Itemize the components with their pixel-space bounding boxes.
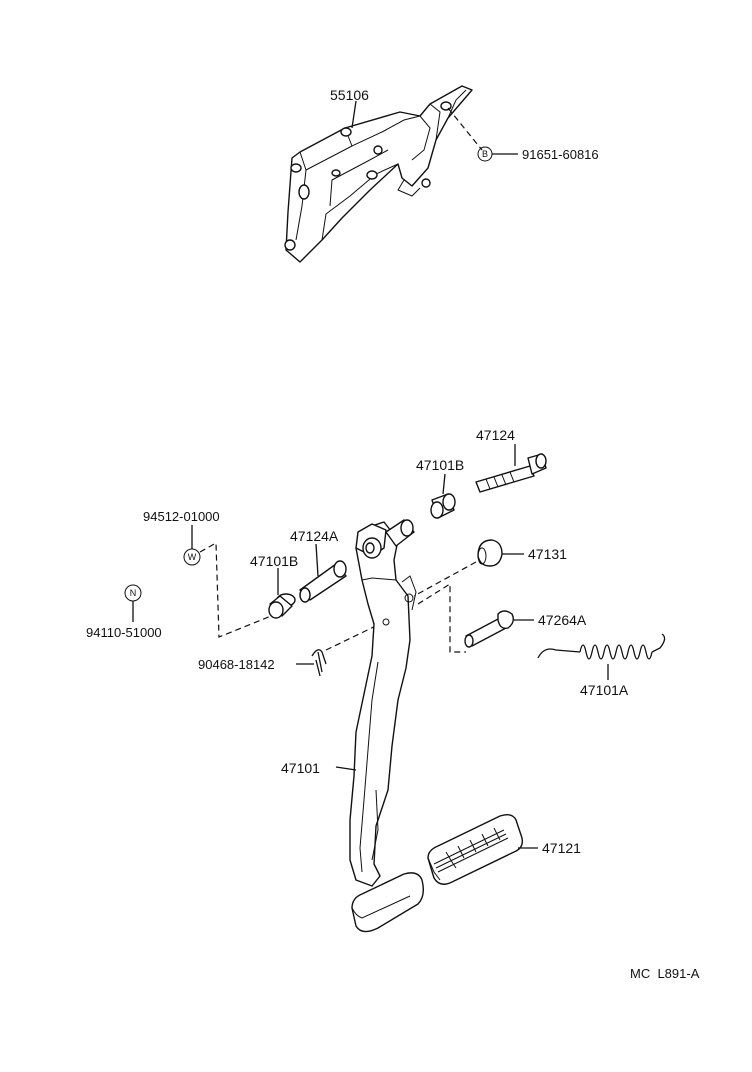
label-bushing-top: 47101B [416, 457, 464, 473]
label-pin-bolt: 47264A [538, 612, 587, 628]
bolt-code-circle: B [477, 146, 493, 162]
nut-code-circle: N [124, 584, 142, 602]
washer-code-letter: W [188, 552, 197, 562]
label-pedal: 47101 [281, 760, 320, 776]
nut-code-letter: N [130, 588, 137, 598]
spring-47101a[interactable] [537, 633, 666, 660]
pedal-pad-47121[interactable] [427, 813, 524, 885]
pin-47124a[interactable] [299, 560, 347, 603]
stopper-dashed-line [413, 561, 477, 597]
pin-bolt-dashed-line [417, 582, 466, 653]
label-pin: 47124A [290, 528, 339, 544]
washer-code-circle: W [183, 548, 201, 566]
label-bracket-bolt: 91651-60816 [522, 147, 599, 162]
pedal-pivot-boss [355, 519, 415, 559]
leader-bushing-top [442, 473, 446, 495]
stopper-47131[interactable] [477, 539, 503, 567]
label-pad: 47121 [542, 840, 581, 856]
leader-pedal [335, 766, 357, 771]
label-washer: 94512-01000 [143, 509, 220, 524]
washer-dashed-line [199, 541, 277, 638]
bolt-code-letter: B [482, 149, 488, 159]
label-spring: 47101A [580, 682, 629, 698]
diagram-code: MC L891-A [630, 966, 700, 981]
label-bushing-left: 47101B [250, 553, 298, 569]
leader-bracket-bolt [447, 107, 483, 151]
label-bracket: 55106 [330, 87, 369, 103]
bushing-47101b-top[interactable] [430, 493, 456, 519]
pedal-arm-47101[interactable] [349, 521, 417, 887]
bracket-55106[interactable] [284, 85, 473, 263]
clip-90468-18142[interactable] [311, 649, 327, 677]
leader-bracket [351, 100, 357, 129]
label-nut: 94110-51000 [86, 625, 162, 640]
bolt-47124[interactable] [475, 453, 547, 493]
label-stopper: 47131 [528, 546, 567, 562]
label-bolt: 47124 [476, 427, 515, 443]
pedal-foot-plate[interactable] [351, 872, 425, 933]
bushing-47101b-left[interactable] [268, 593, 296, 619]
leader-pin [315, 543, 319, 577]
pin-bolt-47264a[interactable] [464, 610, 515, 648]
label-clip: 90468-18142 [198, 657, 275, 672]
